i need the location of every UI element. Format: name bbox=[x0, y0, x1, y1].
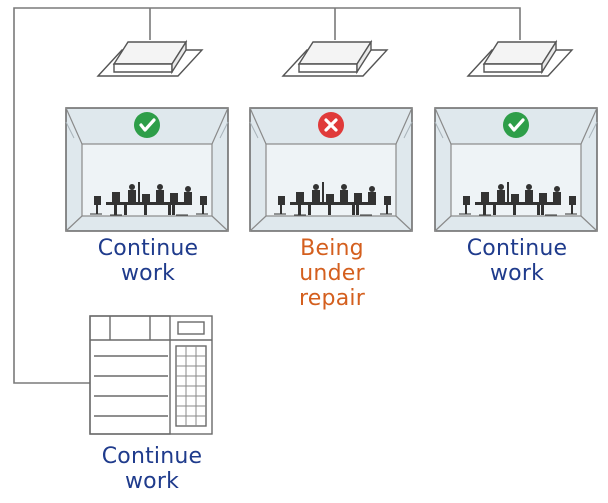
room-3-status-label: Continue work bbox=[466, 236, 568, 286]
cross-icon bbox=[318, 112, 344, 138]
check-icon bbox=[134, 112, 160, 138]
indoor-unit-1 bbox=[97, 41, 203, 77]
indoor-unit-3 bbox=[467, 41, 573, 77]
outdoor-unit-status-label: Continue work bbox=[101, 444, 203, 494]
check-icon bbox=[503, 112, 529, 138]
room-1-status-label: Continue work bbox=[97, 236, 199, 286]
refrigerant-piping bbox=[13, 7, 521, 384]
room-2-status-label: Being under repair bbox=[299, 236, 365, 311]
indoor-unit-2 bbox=[282, 41, 388, 77]
outdoor-unit bbox=[89, 315, 213, 435]
